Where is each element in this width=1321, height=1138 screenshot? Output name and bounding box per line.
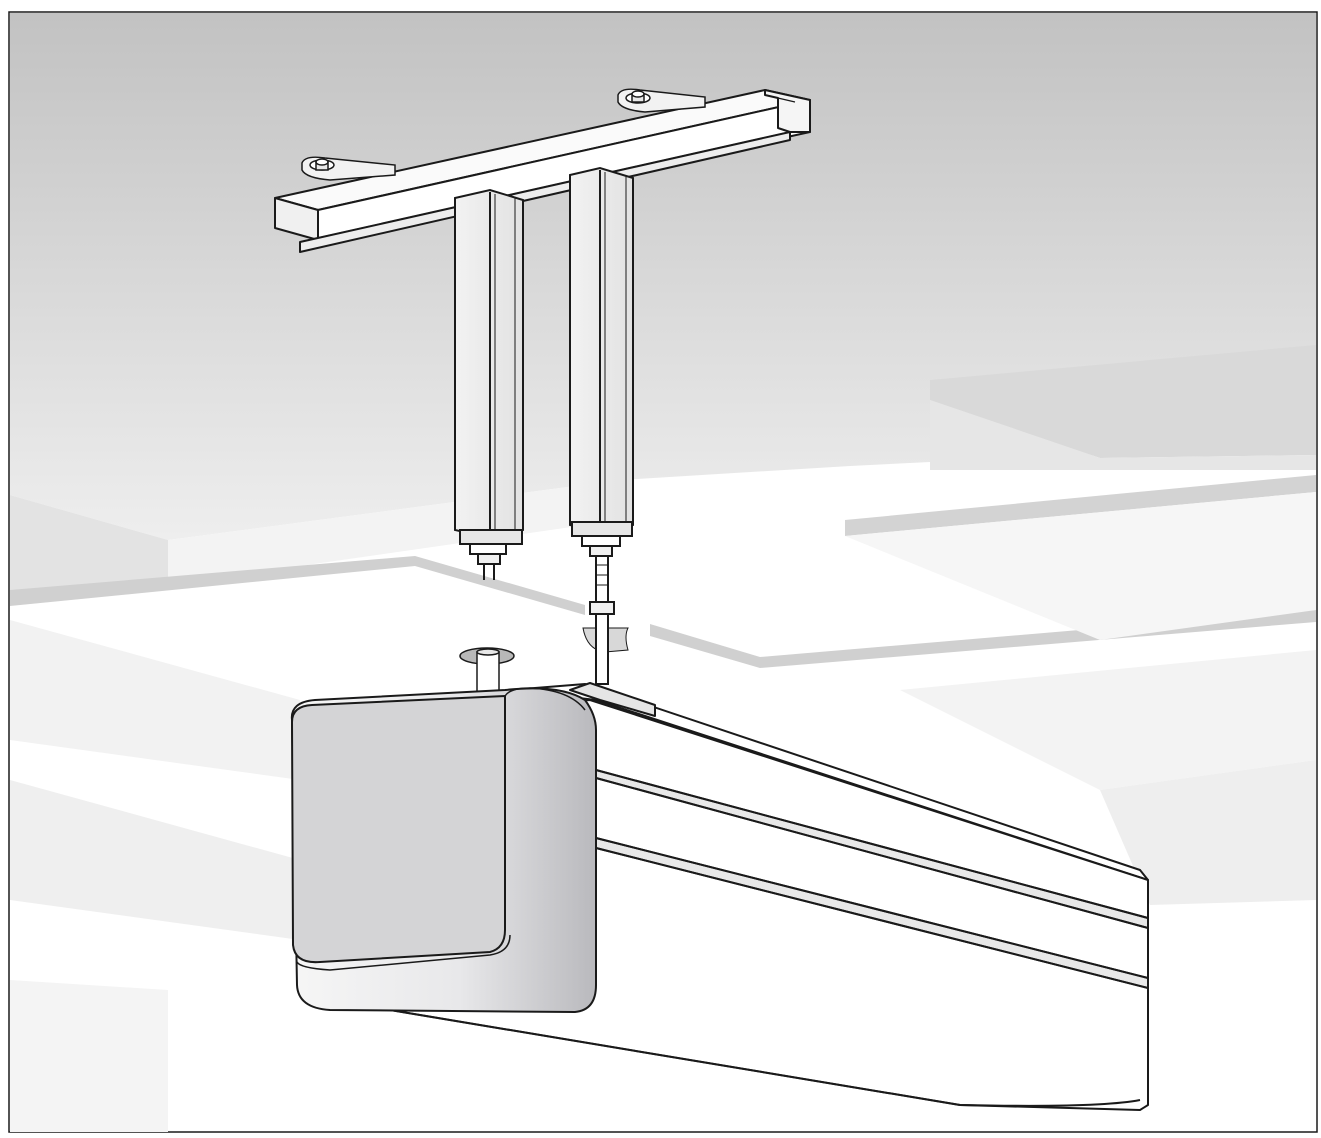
top-pipe (459, 647, 515, 693)
vertical-post-left (454, 188, 524, 580)
ceiling-recess-shade (930, 345, 1316, 458)
mounting-bolt-left (301, 156, 396, 181)
ceiling-recess-shade-2 (930, 400, 1316, 470)
mounting-bolt-right (617, 88, 706, 113)
tile-grid-strip-left (10, 556, 415, 606)
soffit-left (10, 495, 168, 590)
tile-grid-strip-mid (650, 624, 760, 668)
tile-shade-5 (845, 492, 1316, 640)
end-cap (290, 687, 597, 1013)
tile-shade-2 (10, 780, 300, 940)
crossbar-bracket (274, 89, 811, 253)
tile-shade-3 (900, 650, 1316, 790)
tile-shade-6 (10, 980, 168, 1132)
vertical-post-right (569, 166, 634, 685)
tile-grid-strip-upper-right (845, 475, 1316, 536)
tile-shade-1 (10, 620, 300, 780)
tile-grid-strip-left-2 (415, 556, 585, 615)
tile-shade-4 (1100, 760, 1316, 905)
